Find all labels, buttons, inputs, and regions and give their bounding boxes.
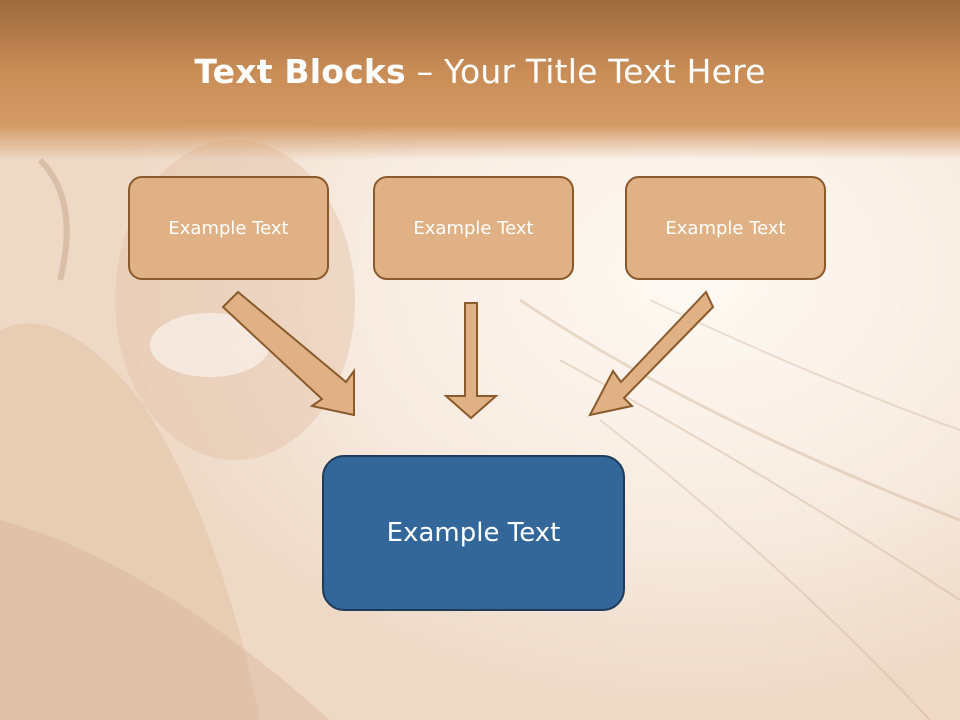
- arrow-left-diagonal: [221, 290, 355, 417]
- text-block-3-label: Example Text: [665, 217, 786, 239]
- title-bold: Text Blocks: [194, 52, 406, 91]
- text-block-1[interactable]: Example Text: [128, 176, 329, 280]
- text-block-3[interactable]: Example Text: [625, 176, 826, 280]
- arrow-right-diagonal: [588, 290, 715, 417]
- title-banner: [0, 0, 960, 160]
- text-block-2[interactable]: Example Text: [373, 176, 574, 280]
- slide-title[interactable]: Text Blocks – Your Title Text Here: [0, 52, 960, 91]
- text-block-2-label: Example Text: [413, 217, 534, 239]
- title-separator: –: [405, 52, 444, 91]
- arrow-center-down: [443, 302, 499, 420]
- main-text-block[interactable]: Example Text: [322, 455, 625, 611]
- title-rest: Your Title Text Here: [443, 52, 766, 91]
- main-text-block-label: Example Text: [386, 518, 561, 548]
- text-block-1-label: Example Text: [168, 217, 289, 239]
